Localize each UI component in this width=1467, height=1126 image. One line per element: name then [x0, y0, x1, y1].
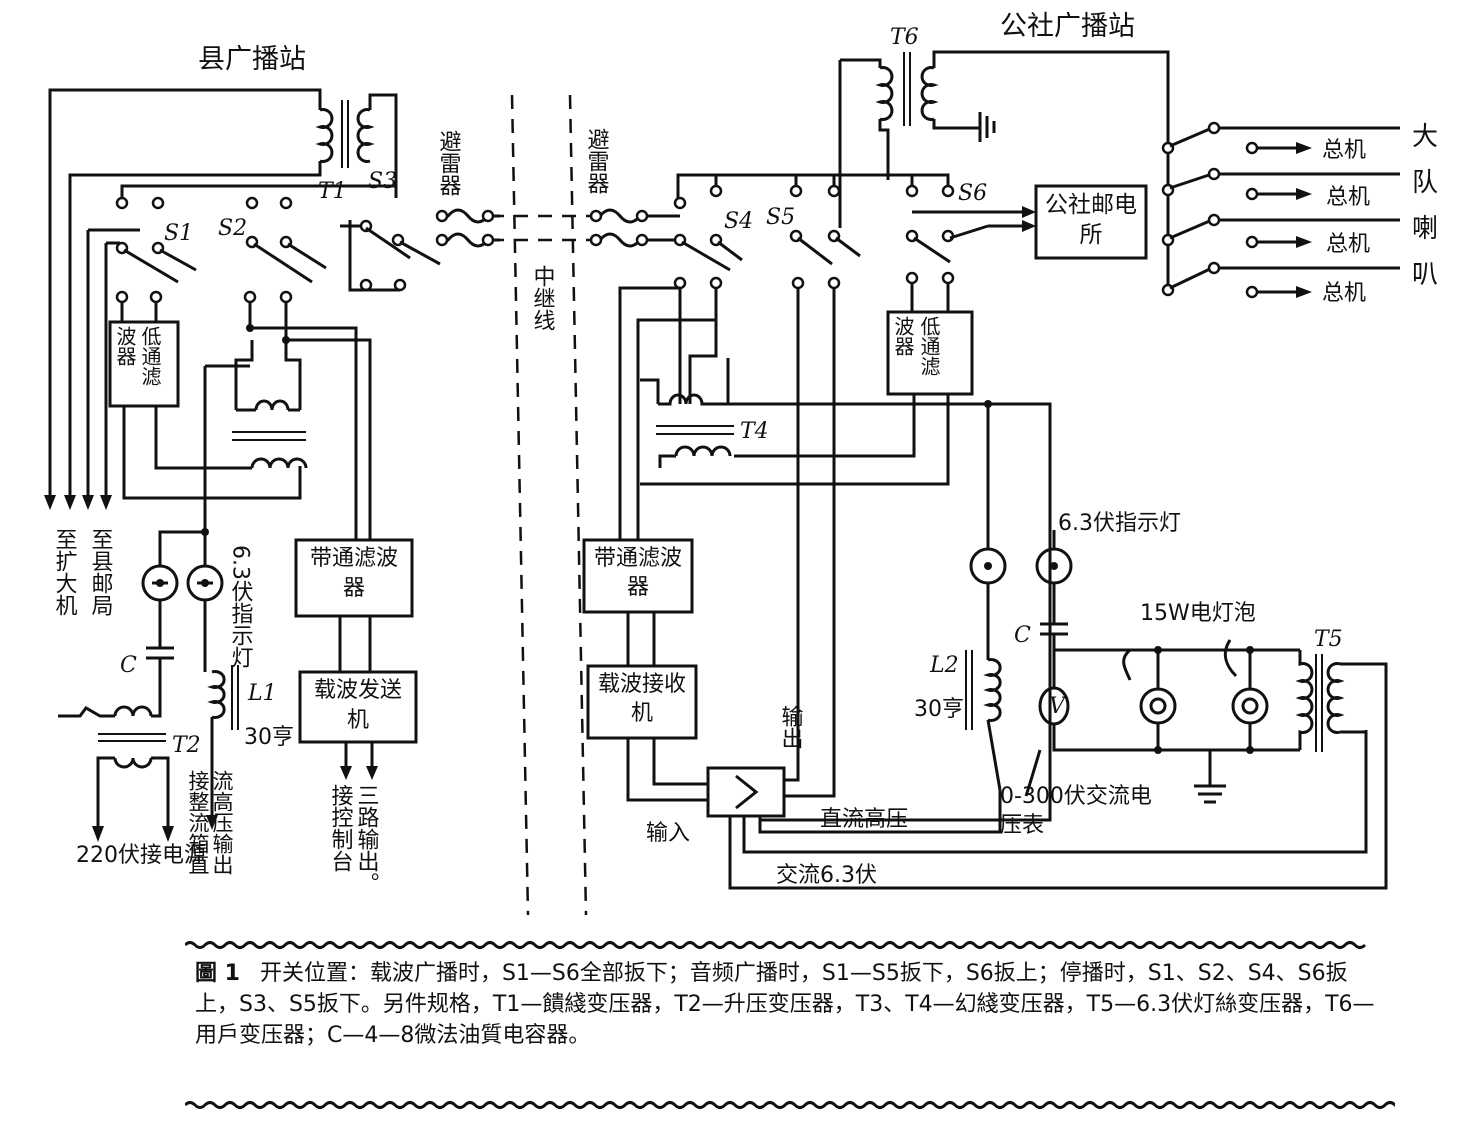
transformer-t5: [1295, 650, 1366, 752]
bulb-1: [1139, 650, 1177, 750]
voltmeter: V: [1038, 686, 1070, 726]
indicator-lamp-county-1: [141, 564, 179, 602]
county-station-title: 县广播站: [198, 44, 306, 75]
l2-value: 30亨: [914, 697, 964, 722]
output-2-label: 总机: [1326, 185, 1370, 210]
indicator-lamp-county-2: [186, 564, 224, 602]
big-loudspeaker-label: 大队喇叭: [1412, 122, 1439, 290]
lightning-arrester-right: [589, 208, 680, 248]
l1-value: 30亨: [244, 725, 294, 750]
t1-primary-lead: [48, 88, 322, 110]
lightning-arrester-left: [435, 208, 500, 248]
transformer-t6: [838, 50, 1170, 290]
transformer-t1: T1 S3: [48, 88, 398, 500]
switch-s2[interactable]: [243, 196, 327, 304]
bandpass-filter-county-label: 带通滤波器: [309, 546, 398, 601]
caption-border-top: [185, 941, 1367, 949]
s2-label: S2: [218, 216, 247, 241]
capacitor-commune: [1040, 583, 1068, 650]
carrier-transmitter: [298, 670, 418, 744]
figure-number: 圖 1: [195, 961, 240, 986]
top-bus-s1-s2: [120, 184, 398, 200]
s5-label: S5: [766, 205, 795, 230]
capacitor-commune-label: C: [1014, 623, 1031, 648]
switch-s1[interactable]: [115, 196, 197, 304]
switch-s4[interactable]: [673, 184, 743, 290]
to-amplifier-label: 至扩大机: [52, 528, 78, 616]
t5-label: T5: [1314, 627, 1343, 652]
bandpass-filter-commune: [582, 538, 694, 614]
carrier-transmitter-label: 载波发送机: [313, 678, 402, 733]
inductor-l1: [203, 600, 239, 830]
switch-s6[interactable]: [905, 184, 1036, 285]
t1-primary-coil: [315, 108, 334, 163]
t1-secondary-coil: [356, 108, 375, 163]
bandpass-filter-county: [294, 538, 414, 618]
bulbs-label: 15W电灯泡: [1140, 601, 1256, 626]
figure-caption-text: 开关位置：载波广播时，S1—S6全部扳下；音频广播时，S1—S5扳下，S6扳上；…: [195, 961, 1375, 1048]
commune-lamp-label: 6.3伏指示灯: [1058, 511, 1181, 536]
switch-s3[interactable]: [340, 219, 441, 292]
capacitor-county-label: C: [120, 653, 137, 678]
carrier-receiver: [586, 664, 698, 740]
l1-label: L1: [247, 681, 277, 706]
power-label: 220伏接电源: [76, 843, 206, 868]
t1-label: T1: [318, 179, 347, 204]
output-bus: [1161, 121, 1400, 299]
right-arrester-label: 避雷器: [584, 128, 610, 194]
commune-post-office-label: 公社邮电所: [1045, 192, 1137, 248]
lowpass-filter-commune: [886, 310, 974, 396]
ground-symbol: [1194, 750, 1226, 804]
input-label: 输入: [646, 821, 690, 846]
phantom-transformer-county: [232, 302, 372, 540]
three-way-output-label: 三路输出。: [354, 784, 380, 894]
relay-divider-right: [568, 94, 588, 916]
indicator-lamp-commune-1: [969, 547, 1007, 585]
lowpass-filter-commune-label: 低通滤波器: [891, 316, 941, 376]
hv-dc-output-label: 流高压输出 接整流箱直: [186, 770, 234, 875]
capacitor-county: [146, 600, 174, 700]
inductor-l2: [965, 583, 1002, 791]
s4-label: S4: [724, 209, 753, 234]
relay-divider-left: [510, 94, 530, 916]
output-4-label: 总机: [1322, 281, 1366, 306]
county-lamp-label: 6.3伏指示灯: [228, 545, 254, 668]
t6-label: T6: [890, 25, 919, 50]
s3-label: S3: [368, 169, 397, 194]
ac-voltage-label: 交流6.3伏: [776, 863, 877, 888]
switch-s5[interactable]: [789, 184, 861, 290]
voltmeter-symbol: V: [1049, 694, 1067, 719]
indicator-lamp-commune-2: [1035, 547, 1073, 585]
to-post-office-label: 至县邮局: [88, 528, 114, 616]
commune-station-title: 公社广播站: [1000, 11, 1135, 42]
transformer-t2: [58, 700, 174, 842]
relay-line-label: 中继线: [530, 265, 556, 331]
amplifier: [706, 766, 786, 818]
s1-label: S1: [164, 221, 193, 246]
to-console-label: 接控制台: [328, 784, 354, 872]
lowpass-filter-county-label: 低通滤波器: [113, 326, 162, 386]
commune-post-office: [1034, 184, 1148, 260]
t2-label: T2: [172, 733, 201, 758]
output-3-label: 总机: [1326, 232, 1370, 257]
s6-label: S6: [958, 181, 987, 206]
caption-border-bottom: [185, 1101, 1395, 1109]
transformer-t4: [640, 288, 1052, 822]
carrier-receiver-label: 载波接收机: [597, 672, 686, 726]
top-bus-s4-s6: [676, 173, 950, 198]
bandpass-filter-commune-label: 带通滤波器: [593, 546, 682, 600]
l2-label: L2: [929, 653, 959, 678]
output-1-label: 总机: [1322, 138, 1366, 163]
bulb-2: [1231, 650, 1269, 750]
dc-high-voltage-label: 直流高压: [820, 807, 908, 832]
output-label: 输出: [778, 705, 804, 749]
left-output-arrows: [44, 95, 140, 510]
voltmeter-label: 0-300伏交流电压表: [1000, 784, 1152, 838]
lowpass-filter-county: [108, 320, 180, 408]
t4-label: T4: [740, 419, 769, 444]
left-arrester-label: 避雷器: [436, 130, 462, 196]
